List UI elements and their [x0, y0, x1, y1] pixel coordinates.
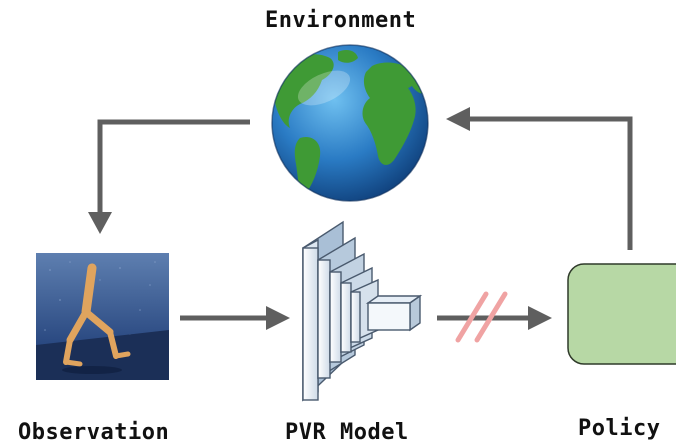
pvr-to-policy-arrow: [437, 306, 552, 330]
walker-robot-image: [36, 253, 169, 380]
pvr-model-label: PVR Model: [285, 420, 409, 445]
env-to-observation-arrow: [88, 119, 250, 234]
observation-to-pvr-arrow: [180, 306, 290, 330]
policy-to-env-arrow: [446, 107, 633, 250]
stop-gradient-icon: [455, 291, 508, 343]
cnn-layers-icon: [302, 220, 423, 402]
environment-label: Environment: [265, 8, 417, 33]
policy-box: [567, 263, 676, 365]
policy-label: Policy: [578, 416, 661, 441]
earth-globe-icon: [271, 44, 429, 202]
observation-label: Observation: [18, 420, 170, 445]
